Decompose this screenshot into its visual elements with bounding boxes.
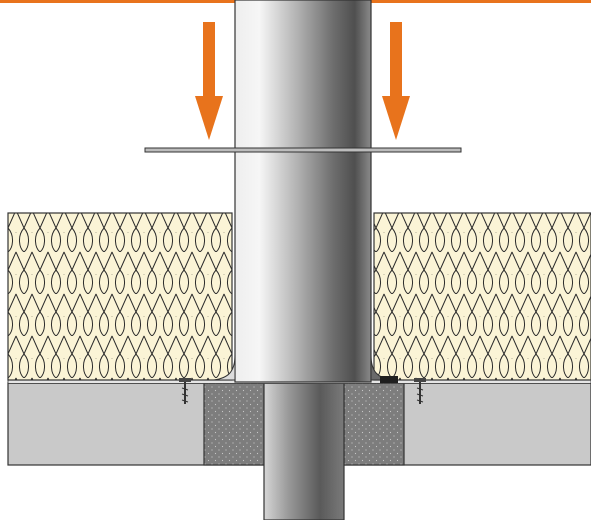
pipe-sleeve-upper (234, 0, 372, 383)
core-filler-right (343, 382, 405, 466)
pipe-sleeve-lower (263, 382, 345, 520)
fixing-screw-left (179, 378, 191, 404)
fixing-screw-right (414, 378, 426, 404)
insulation-board-left (7, 212, 233, 381)
core-filler-left (203, 382, 265, 466)
sleeve-foot-left (213, 354, 236, 381)
flange-plate (144, 147, 462, 153)
sealing-tape (380, 376, 398, 383)
pressure-arrow-left (195, 22, 223, 140)
insulation-board-right (373, 212, 591, 381)
pressure-arrow-right (382, 22, 410, 140)
